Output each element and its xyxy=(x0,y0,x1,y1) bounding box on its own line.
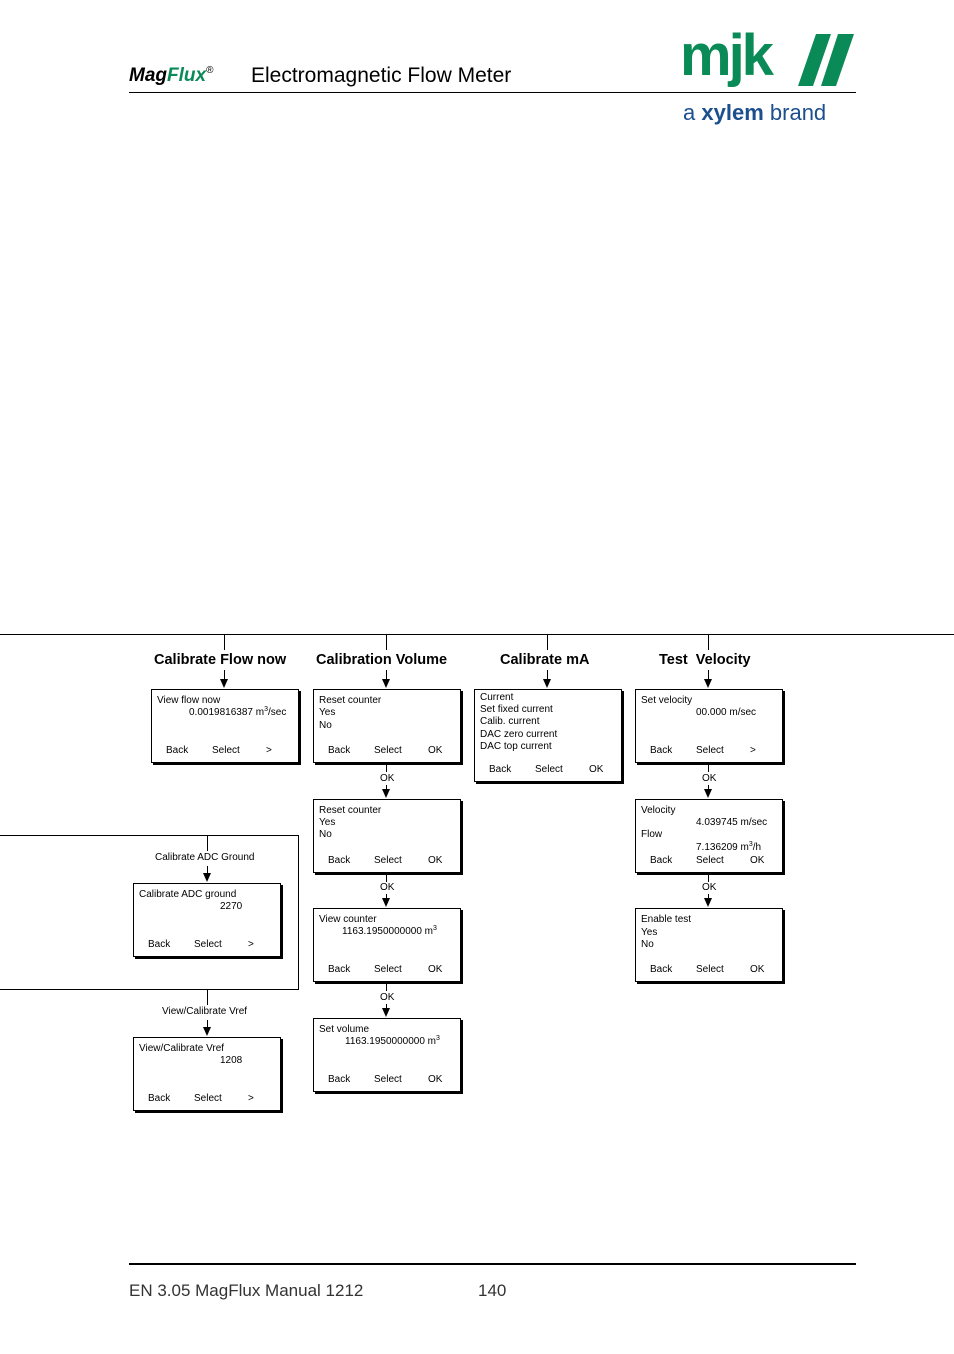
select-key[interactable]: Select xyxy=(696,855,724,866)
next-key[interactable]: > xyxy=(248,1093,254,1104)
column-title-ma: Calibrate mA xyxy=(500,652,590,668)
back-key[interactable]: Back xyxy=(148,1093,171,1104)
ok-key[interactable]: OK xyxy=(589,764,604,775)
arrow-icon xyxy=(203,1027,211,1036)
select-key[interactable]: Select xyxy=(212,745,240,756)
brand-registered: ® xyxy=(206,65,214,76)
screen-set-velocity: Set velocity 00.000 m/sec Back Select > xyxy=(635,689,783,763)
arrow-icon xyxy=(382,898,390,907)
screen-view-flow-now: View flow now 0.0019816387 m3/sec Back S… xyxy=(151,689,299,763)
ok-key[interactable]: OK xyxy=(428,1074,443,1085)
column-title-volume: Calibration Volume xyxy=(316,652,448,668)
select-key[interactable]: Select xyxy=(696,745,724,756)
brand-flux: Flux xyxy=(167,65,207,86)
screen-set-volume: Set volume 1163.1950000000 m3 Back Selec… xyxy=(313,1018,461,1092)
back-key[interactable]: Back xyxy=(489,764,512,775)
product-brand: MagFlux® xyxy=(129,65,213,87)
select-key[interactable]: Select xyxy=(194,939,222,950)
arrow-icon xyxy=(203,873,211,882)
next-key[interactable]: > xyxy=(750,745,756,756)
back-key[interactable]: Back xyxy=(328,745,351,756)
back-key[interactable]: Back xyxy=(328,1074,351,1085)
page-number: 140 xyxy=(478,1281,507,1300)
footer-rule xyxy=(129,1263,856,1265)
ok-label: OK xyxy=(702,773,717,784)
screen-current-menu: Current Set fixed current Calib. current… xyxy=(474,689,622,782)
label-view-calibrate-vref: View/Calibrate Vref xyxy=(162,1006,248,1017)
arrow-icon xyxy=(704,789,712,798)
ok-key[interactable]: OK xyxy=(428,855,443,866)
back-key[interactable]: Back xyxy=(328,964,351,975)
arrow-icon xyxy=(704,898,712,907)
screen-view-calibrate-vref: View/Calibrate Vref 1208 Back Select > xyxy=(133,1037,281,1111)
screen-calibrate-adc-ground: Calibrate ADC ground 2270 Back Select > xyxy=(133,883,281,957)
screen-reset-counter-2: Reset counter Yes No Back Select OK xyxy=(313,799,461,873)
screen-view-counter: View counter 1163.1950000000 m3 Back Sel… xyxy=(313,908,461,982)
back-key[interactable]: Back xyxy=(650,964,673,975)
select-key[interactable]: Select xyxy=(374,855,402,866)
ok-key[interactable]: OK xyxy=(750,964,765,975)
arrow-icon xyxy=(382,679,390,688)
ok-label: OK xyxy=(380,882,395,893)
label-calibrate-adc-ground: Calibrate ADC Ground xyxy=(155,852,255,863)
next-key[interactable]: > xyxy=(266,745,272,756)
back-key[interactable]: Back xyxy=(650,745,673,756)
select-key[interactable]: Select xyxy=(535,764,563,775)
brand-mag: Mag xyxy=(129,65,167,86)
back-key[interactable]: Back xyxy=(328,855,351,866)
diagram-top-rule xyxy=(0,634,954,635)
select-key[interactable]: Select xyxy=(374,1074,402,1085)
select-key[interactable]: Select xyxy=(696,964,724,975)
arrow-icon xyxy=(382,789,390,798)
select-key[interactable]: Select xyxy=(374,964,402,975)
column-title-velocity: Test Velocity xyxy=(659,652,751,668)
next-key[interactable]: > xyxy=(248,939,254,950)
ok-label: OK xyxy=(702,882,717,893)
back-key[interactable]: Back xyxy=(148,939,171,950)
ok-key[interactable]: OK xyxy=(428,964,443,975)
arrow-icon xyxy=(220,679,228,688)
page-title: Electromagnetic Flow Meter xyxy=(251,64,512,87)
back-key[interactable]: Back xyxy=(166,745,189,756)
logo-tagline: a xylem brand xyxy=(683,100,827,125)
ok-key[interactable]: OK xyxy=(428,745,443,756)
arrow-icon xyxy=(543,679,551,688)
logo-wordmark: mjk xyxy=(680,23,774,88)
company-logo: mjk a xylem brand xyxy=(680,23,860,128)
column-title-flow: Calibrate Flow now xyxy=(154,652,287,668)
select-key[interactable]: Select xyxy=(194,1093,222,1104)
arrow-icon xyxy=(704,679,712,688)
ok-label: OK xyxy=(380,992,395,1003)
back-key[interactable]: Back xyxy=(650,855,673,866)
logo-slashes-icon xyxy=(798,34,854,86)
select-key[interactable]: Select xyxy=(374,745,402,756)
header-rule xyxy=(129,92,856,93)
screen-reset-counter-1: Reset counter Yes No Back Select OK xyxy=(313,689,461,763)
screen-enable-test: Enable test Yes No Back Select OK xyxy=(635,908,783,982)
ok-label: OK xyxy=(380,773,395,784)
footer-document-id: EN 3.05 MagFlux Manual 1212 xyxy=(129,1281,364,1300)
arrow-icon xyxy=(382,1008,390,1017)
ok-key[interactable]: OK xyxy=(750,855,765,866)
screen-velocity-flow: Velocity 4.039745 m/sec Flow 7.136209 m3… xyxy=(635,799,783,873)
